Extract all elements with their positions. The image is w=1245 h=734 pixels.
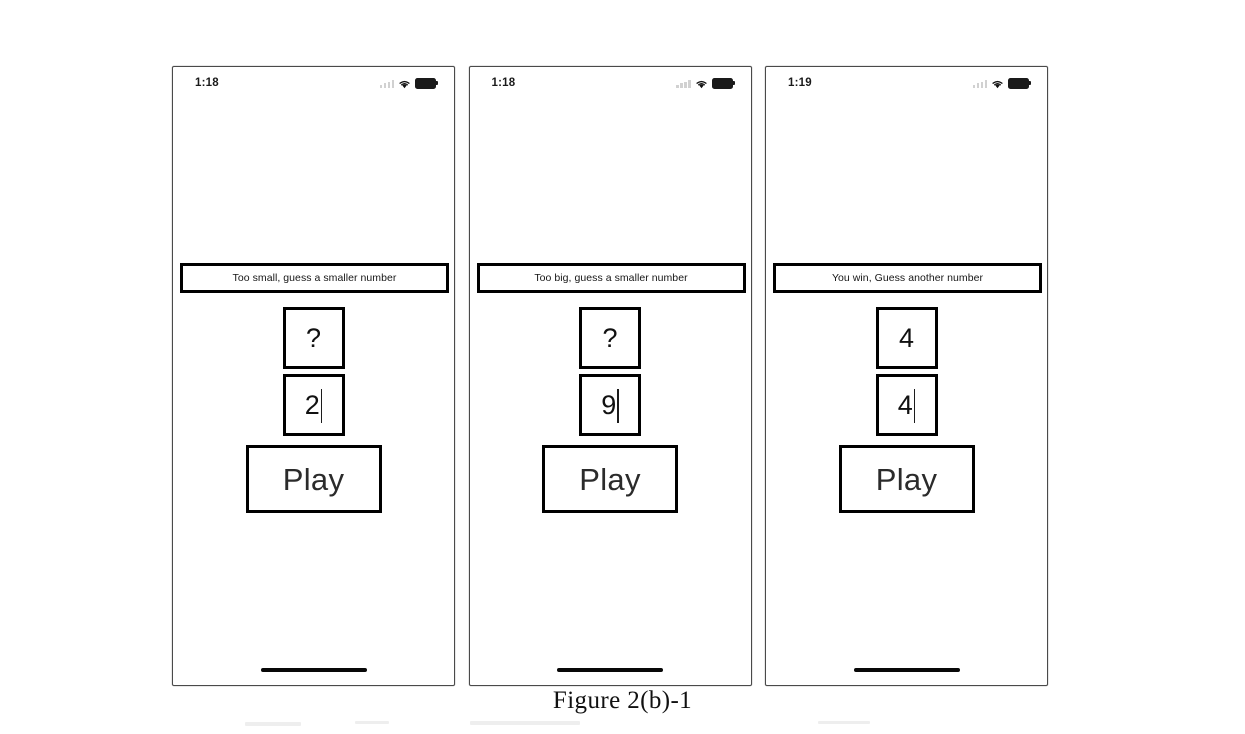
guess-input-box[interactable]: 2 <box>282 374 345 436</box>
figure-caption: Figure 2(b)-1 <box>552 687 693 714</box>
status-indicators <box>676 77 735 90</box>
battery-full-icon <box>415 77 439 90</box>
status-time: 1:18 <box>195 77 219 89</box>
play-button[interactable]: Play <box>838 445 975 513</box>
app-content: Too big, guess a smaller number ? 9 Play <box>470 101 751 685</box>
status-indicators <box>972 77 1032 90</box>
text-caret <box>320 389 323 423</box>
status-message-banner: Too big, guess a smaller number <box>476 263 746 293</box>
status-bar: 1:18 <box>470 67 751 101</box>
status-message-banner: You win, Guess another number <box>773 263 1042 293</box>
guess-input-inner: 9 <box>601 387 619 423</box>
guess-input-box[interactable]: 4 <box>875 374 938 436</box>
guess-input-value: 2 <box>304 389 320 420</box>
phone-screen-2: 1:18 Too big, guess a smaller number ? <box>468 66 752 686</box>
status-bar: 1:19 <box>766 67 1047 101</box>
scan-artifact <box>470 721 580 725</box>
guess-input-inner: 4 <box>898 387 916 423</box>
text-caret <box>913 389 916 423</box>
play-button-label: Play <box>875 461 938 497</box>
phone-screen-3: 1:19 You win, Guess another number 4 <box>765 66 1048 686</box>
guess-input-value: 9 <box>601 389 617 420</box>
status-bar: 1:18 <box>173 67 454 101</box>
play-button[interactable]: Play <box>245 445 382 513</box>
play-button[interactable]: Play <box>542 445 678 513</box>
target-number-value: 4 <box>898 322 915 353</box>
wifi-icon <box>992 80 1003 88</box>
status-message-text: Too big, guess a smaller number <box>534 272 688 284</box>
target-number-box: ? <box>282 307 345 369</box>
scan-artifact <box>355 721 389 724</box>
battery-full-icon <box>711 77 735 90</box>
guess-input-inner: 2 <box>305 387 323 423</box>
home-indicator[interactable] <box>853 667 960 672</box>
text-caret <box>617 389 619 423</box>
target-number-box: ? <box>579 307 641 369</box>
wifi-icon <box>695 80 707 88</box>
status-indicators <box>379 77 439 90</box>
status-time: 1:19 <box>788 77 812 89</box>
scan-artifact <box>818 721 870 724</box>
home-indicator[interactable] <box>557 667 663 672</box>
phone-screen-1: 1:18 Too small, guess a smaller number <box>172 66 455 686</box>
target-number-value: ? <box>602 322 618 353</box>
app-content: Too small, guess a smaller number ? 2 Pl… <box>173 101 454 685</box>
status-time: 1:18 <box>491 77 516 89</box>
play-button-label: Play <box>282 461 345 497</box>
battery-full-icon <box>1008 77 1032 90</box>
scan-artifact <box>245 722 301 726</box>
phone-screenshots-row: 1:18 Too small, guess a smaller number <box>172 66 1048 686</box>
app-content: You win, Guess another number 4 4 Play <box>766 101 1047 685</box>
guess-input-value: 4 <box>897 389 913 420</box>
play-button-label: Play <box>579 461 641 497</box>
target-number-box: 4 <box>875 307 938 369</box>
home-indicator[interactable] <box>260 667 367 672</box>
cellular-signal-icon <box>676 80 691 88</box>
status-message-banner: Too small, guess a smaller number <box>180 263 449 293</box>
cellular-signal-icon <box>972 80 987 88</box>
target-number-value: ? <box>305 322 322 353</box>
status-message-text: Too small, guess a smaller number <box>232 272 397 284</box>
status-message-text: You win, Guess another number <box>831 272 984 284</box>
cellular-signal-icon <box>379 80 394 88</box>
wifi-icon <box>399 80 410 88</box>
guess-input-box[interactable]: 9 <box>579 374 641 436</box>
